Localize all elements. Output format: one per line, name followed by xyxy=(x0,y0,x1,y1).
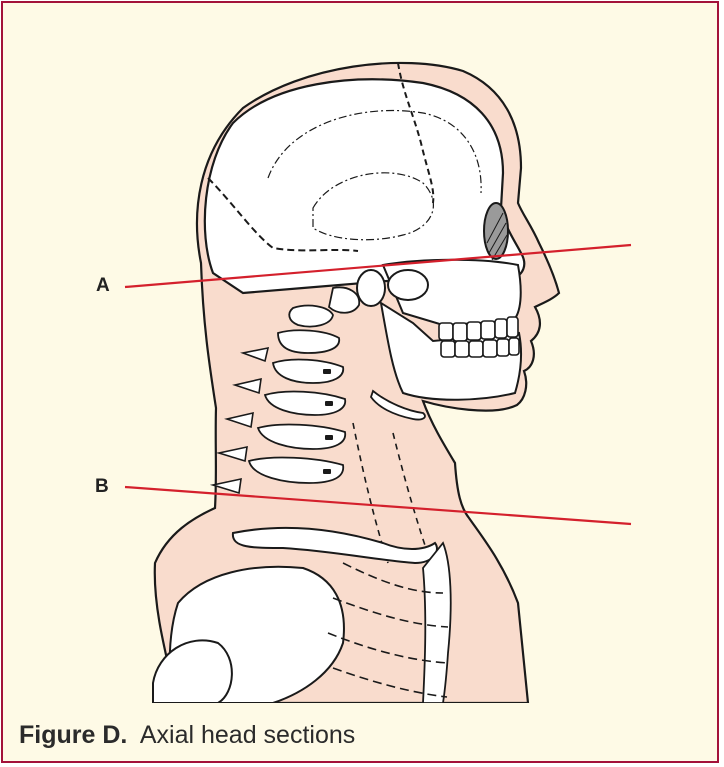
head-neck-illustration xyxy=(3,3,721,703)
lower-teeth xyxy=(441,338,519,357)
sternum xyxy=(423,543,451,703)
section-label-a: A xyxy=(96,275,110,297)
figure-caption: Figure D. Axial head sections xyxy=(19,721,355,750)
caption-text: Axial head sections xyxy=(140,721,355,749)
ear-bone xyxy=(357,270,385,306)
section-label-b: B xyxy=(95,476,109,498)
figure-label: Figure D. xyxy=(19,721,127,749)
zygomatic-process xyxy=(388,270,428,300)
eye-orbit xyxy=(484,203,508,259)
